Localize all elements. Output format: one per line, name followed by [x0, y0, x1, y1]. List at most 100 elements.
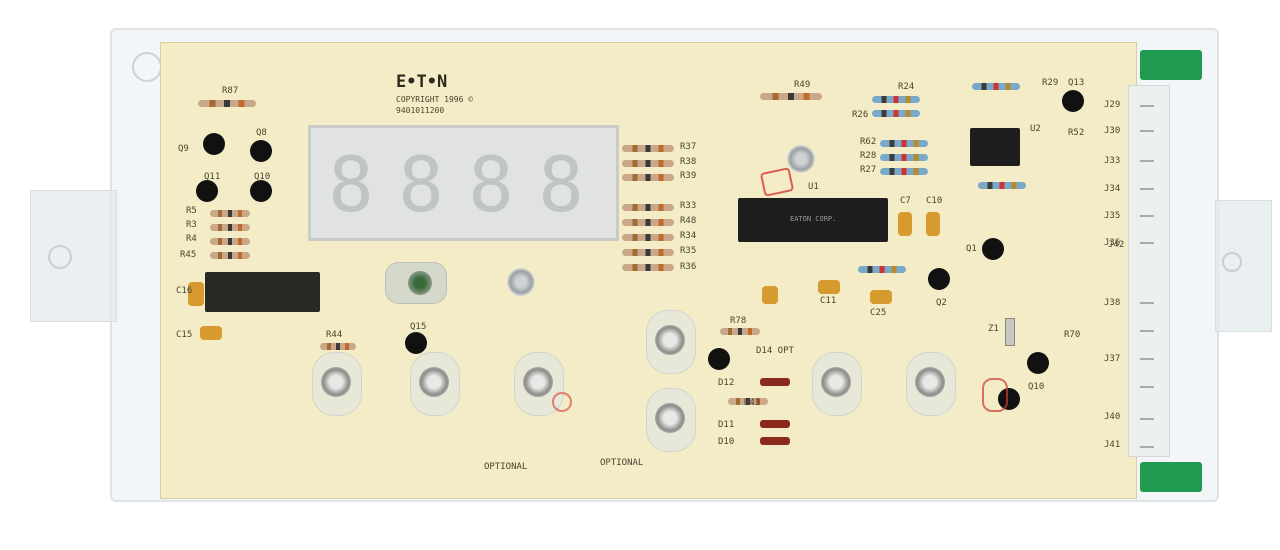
resistor-r25	[978, 182, 1026, 189]
label-r27: R27	[860, 165, 877, 175]
button-cap	[321, 367, 351, 397]
label-r29: R29	[1042, 78, 1059, 88]
transistor-q15	[405, 332, 427, 354]
tactile-button[interactable]	[410, 352, 460, 416]
tactile-button[interactable]	[312, 352, 362, 416]
capacitor-c25	[870, 290, 892, 304]
label-r38: R38	[680, 157, 697, 167]
resistor-r3	[210, 224, 250, 231]
label-q13: Q13	[1068, 78, 1085, 88]
header-pin	[1140, 386, 1154, 388]
tactile-button[interactable]	[646, 388, 696, 452]
label-j33: J33	[1104, 156, 1121, 166]
label-q9: Q9	[178, 144, 189, 154]
connector-top-right	[1140, 50, 1202, 80]
label-r4: R4	[186, 234, 197, 244]
label-r39: R39	[680, 171, 697, 181]
button-cap	[523, 367, 553, 397]
label-c11: C11	[820, 296, 837, 306]
label-q2: Q2	[936, 298, 947, 308]
header-pin	[1140, 215, 1154, 217]
tactile-button[interactable]	[646, 310, 696, 374]
label-r70: R70	[1064, 330, 1081, 340]
label-j38: J38	[1104, 298, 1121, 308]
label-r78: R78	[730, 316, 747, 326]
transistor-q10r	[1027, 352, 1049, 374]
resistor-r36	[622, 264, 674, 271]
header-pin	[1140, 188, 1154, 190]
capacitor-c7	[898, 212, 912, 236]
red-marker-mark-2	[982, 378, 1008, 412]
label-j34: J34	[1104, 184, 1121, 194]
button-cap	[821, 367, 851, 397]
label-j35: J35	[1104, 211, 1121, 221]
housing-left-tab	[30, 190, 117, 322]
driver-chip-left	[205, 272, 320, 312]
resistor-r43	[728, 398, 768, 405]
label-c15: C15	[176, 330, 193, 340]
screw-post	[507, 268, 535, 296]
copyright-text: COPYRIGHT 1996 ©	[396, 95, 474, 104]
label-r34: R34	[680, 231, 697, 241]
capacitor-c11	[818, 280, 840, 294]
resistor-r45	[210, 252, 250, 259]
label-d14-opt: D14 OPT	[756, 346, 794, 356]
connector-bottom-right	[1140, 462, 1202, 492]
display-digit: 8	[538, 140, 584, 229]
label-j36: J36	[1104, 238, 1121, 248]
display-digit: 8	[398, 140, 444, 229]
mount-hole-right	[1222, 252, 1242, 272]
resistor-r39	[622, 174, 674, 181]
label-u2: U2	[1030, 124, 1041, 134]
resistor-r37	[622, 145, 674, 152]
button-cap	[915, 367, 945, 397]
header-strip-right	[1128, 85, 1170, 457]
header-pin	[1140, 130, 1154, 132]
resistor-r34	[622, 234, 674, 241]
diode-d10	[760, 437, 790, 445]
label-d10: D10	[718, 437, 735, 447]
transistor-q11	[196, 180, 218, 202]
capacitor-c15	[200, 326, 222, 340]
button-cap	[419, 367, 449, 397]
label-q10: Q10	[254, 172, 271, 182]
resistor-r62	[880, 140, 928, 147]
label-c7: C7	[900, 196, 911, 206]
display-digit: 8	[468, 140, 514, 229]
label-j29: J29	[1104, 100, 1121, 110]
tactile-button[interactable]	[812, 352, 862, 416]
label-d11: D11	[718, 420, 735, 430]
transistor-q1	[982, 238, 1004, 260]
diode-d12	[760, 378, 790, 386]
header-pin	[1140, 330, 1154, 332]
mount-hole-top-left	[132, 52, 162, 82]
header-pin	[1140, 446, 1154, 448]
resistor-r27	[880, 168, 928, 175]
resistor-r44	[320, 343, 356, 350]
red-marker-mark-3	[552, 392, 572, 412]
light-sensor	[385, 262, 447, 304]
tactile-button[interactable]	[906, 352, 956, 416]
label-q1: Q1	[966, 244, 977, 254]
label-r52: R52	[1068, 128, 1085, 138]
part-number: 9401011200	[396, 106, 445, 115]
label-r5: R5	[186, 206, 197, 216]
transistor-q14	[708, 348, 730, 370]
header-pin	[1140, 105, 1154, 107]
tactile-button[interactable]	[514, 352, 564, 416]
resistor-r38	[622, 160, 674, 167]
label-j40: J40	[1104, 412, 1121, 422]
ic-marking: EATON CORP.	[790, 215, 837, 223]
label-q11: Q11	[204, 172, 221, 182]
transistor-q10	[250, 180, 272, 202]
label-r45: R45	[180, 250, 197, 260]
label-r37: R37	[680, 142, 697, 152]
label-z1: Z1	[988, 324, 999, 334]
resistor-r24	[872, 96, 920, 103]
label-r35: R35	[680, 246, 697, 256]
label-d12: D12	[718, 378, 735, 388]
resistor-r29	[972, 83, 1020, 90]
label-r87: R87	[222, 86, 239, 96]
label-c16: C16	[176, 286, 193, 296]
label-r44: R44	[326, 330, 343, 340]
